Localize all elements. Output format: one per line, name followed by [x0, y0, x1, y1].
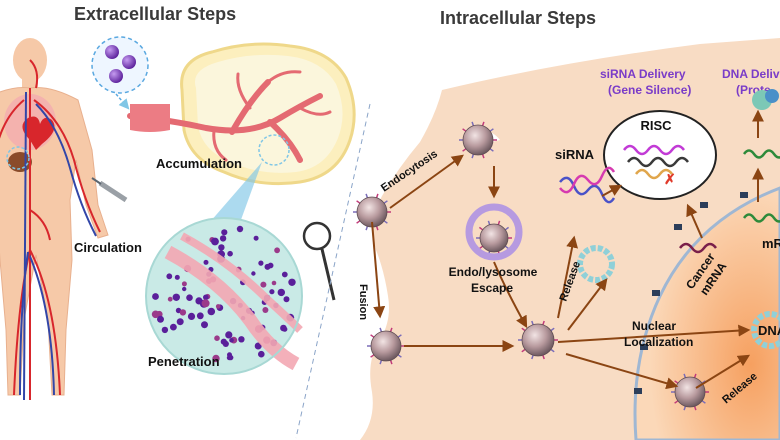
tissue-dot	[203, 294, 209, 301]
tissue-dot	[176, 318, 184, 326]
human-body	[0, 38, 109, 401]
tissue-dot	[151, 310, 160, 319]
pathway-arrows	[371, 109, 764, 390]
tissue-dot	[279, 290, 285, 295]
tissue-dot	[182, 286, 187, 292]
tissue-dot	[201, 299, 210, 308]
tissue-dot	[174, 274, 180, 280]
tissue-dot	[207, 307, 216, 316]
mrna-strand-icon	[679, 242, 717, 254]
tissue-dot	[167, 296, 173, 302]
magnifier-icon	[302, 221, 336, 301]
tissue-dot	[166, 273, 173, 280]
tissue-dot	[187, 312, 196, 320]
tissue-dot	[288, 278, 296, 286]
nanoparticle-bubble	[91, 36, 149, 110]
zoom-beam	[210, 162, 262, 228]
tissue-dot	[274, 247, 280, 254]
label-penetration: Penetration	[148, 354, 220, 369]
tissue-dot	[254, 342, 262, 350]
tissue-dot	[215, 304, 221, 309]
tissue-penetration	[145, 217, 303, 375]
tissue-dot	[220, 338, 227, 345]
label-dna: DNA	[758, 323, 780, 338]
label-endo-escape-line2: Escape	[471, 281, 513, 295]
tissue-dot	[225, 331, 233, 339]
tissue-dot	[179, 309, 187, 316]
tissue-dot	[282, 326, 288, 332]
tissue-dot	[152, 293, 159, 300]
tissue-dot	[227, 250, 233, 257]
dna-nucleus-icon	[751, 311, 780, 349]
pathway-sirna-line1: siRNA Delivery	[600, 67, 686, 81]
cell	[360, 38, 780, 440]
tissue-dot	[172, 293, 180, 301]
tissue-dot	[260, 281, 267, 288]
label-accumulation: Accumulation	[156, 156, 242, 171]
nanoparticle-icon	[459, 121, 497, 159]
nanoparticle-icon	[671, 373, 709, 411]
pathway-dna-line1: DNA Deliv	[722, 67, 780, 81]
tissue-dot	[161, 326, 169, 334]
tissue-dot	[253, 235, 259, 241]
sirna-helix-icon	[559, 166, 616, 204]
tissue-dot	[195, 297, 203, 305]
label-nuclear-line2: Localization	[624, 335, 693, 349]
tissue-dot	[214, 335, 220, 342]
tissue-dot	[219, 235, 227, 242]
tissue-dot	[236, 225, 244, 233]
tissue-dot	[229, 338, 234, 343]
tissue-dot	[251, 271, 256, 276]
nanoparticle-icon	[518, 320, 558, 360]
tissue-dot	[203, 259, 209, 265]
header-intracellular: Intracellular Steps	[440, 8, 596, 28]
tissue-dot	[181, 281, 187, 287]
label-risc: RISC	[640, 118, 672, 133]
header-extracellular: Extracellular Steps	[74, 4, 236, 24]
tissue-dot	[186, 294, 193, 302]
label-sirna: siRNA	[555, 147, 595, 162]
label-circulation: Circulation	[74, 240, 142, 255]
tissue-dot	[262, 307, 269, 313]
tumor	[127, 42, 356, 186]
tissue-dot	[228, 354, 234, 361]
tissue-dot	[221, 229, 228, 236]
tissue-dot	[238, 336, 245, 343]
label-mrna-partial: mR	[762, 236, 780, 251]
divider-line	[295, 103, 371, 439]
mrna-strands	[742, 89, 780, 223]
label-endo-escape-line1: Endo/lysosome	[449, 265, 538, 279]
label-fusion: Fusion	[357, 284, 369, 320]
tissue-dot	[283, 296, 290, 303]
tissue-dot	[201, 321, 208, 329]
nanoparticles	[353, 121, 709, 411]
tissue-dot	[218, 244, 225, 251]
tissue-dot	[211, 237, 219, 246]
tissue-dot	[269, 289, 275, 295]
tissue-dot	[196, 312, 204, 320]
tissue-dot	[212, 354, 220, 363]
svg-text:✗: ✗	[664, 171, 676, 187]
nanoparticle-icon	[367, 327, 405, 365]
tissue-dot	[271, 280, 277, 286]
tissue-dot	[170, 323, 177, 331]
syringe-icon	[91, 177, 128, 203]
tissue-dot	[258, 350, 265, 358]
tissue-dot	[267, 262, 274, 269]
endosome-icon	[465, 203, 523, 261]
tissue-dot	[157, 315, 164, 323]
blood-vessels	[0, 59, 101, 401]
tissue-dot	[258, 260, 264, 266]
risc-complex: ✗	[603, 110, 717, 200]
tissue-dot	[281, 271, 288, 278]
label-nuclear-line1: Nuclear	[632, 319, 676, 333]
zoom-circle	[258, 134, 290, 166]
pathway-sirna-line2: (Gene Silence)	[608, 83, 691, 97]
